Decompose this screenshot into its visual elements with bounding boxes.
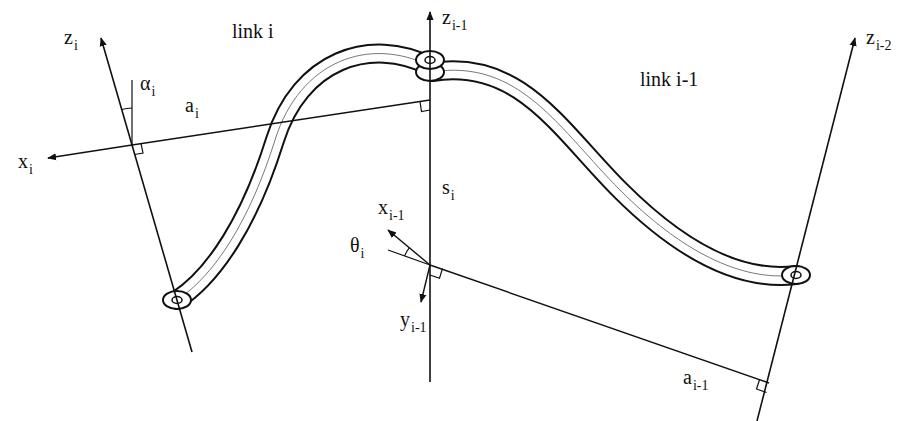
reference-line — [388, 250, 430, 265]
symbol-label: zi — [64, 26, 78, 51]
link-center-line — [432, 70, 796, 276]
symbol-label: zi-2 — [866, 26, 891, 51]
symbol-subscript: i — [29, 162, 33, 177]
common-normal — [430, 265, 769, 383]
symbol-base: a — [683, 366, 692, 388]
symbol-subscript: i — [74, 38, 78, 53]
symbol-subscript: i-1 — [389, 208, 405, 223]
symbol-label: θi — [350, 234, 364, 259]
link-body — [432, 70, 796, 276]
symbol-label: yi-1 — [400, 308, 427, 333]
symbol-base: θ — [350, 234, 360, 256]
right-angle-mark — [757, 380, 767, 393]
symbol-label: ai-1 — [683, 366, 708, 391]
symbol-subscript: i — [361, 246, 365, 261]
symbol-subscript: i-1 — [411, 320, 427, 335]
symbol-subscript: i — [151, 84, 155, 99]
part-name: link i — [232, 20, 274, 42]
common-normal — [132, 100, 430, 145]
frame-axis — [388, 230, 430, 265]
angle-arc — [122, 108, 132, 110]
angle-arc — [405, 248, 410, 256]
symbol-base: s — [442, 176, 450, 198]
symbol-subscript: i — [451, 188, 455, 203]
link-outline — [177, 54, 430, 300]
symbol-base: z — [64, 26, 73, 48]
reference-line — [131, 80, 132, 145]
symbol-base: x — [378, 196, 388, 218]
symbol-base: α — [140, 72, 150, 94]
link-outline — [432, 70, 796, 276]
joint-axis — [757, 38, 855, 421]
joint-axis — [101, 38, 192, 352]
right-angle-mark — [135, 144, 144, 155]
symbol-subscript: i-1 — [452, 18, 468, 33]
symbol-subscript: i-2 — [876, 38, 892, 53]
joint-axis — [429, 12, 431, 382]
frame-axis — [421, 265, 430, 302]
symbol-base: y — [400, 308, 410, 330]
symbol-label: αi — [140, 72, 155, 97]
symbol-label: si — [442, 176, 455, 201]
link-center-line — [177, 54, 430, 300]
symbol-label: zi-1 — [442, 6, 467, 31]
symbol-label: xi — [18, 150, 33, 175]
symbol-base: z — [442, 6, 451, 28]
symbol-base: x — [18, 150, 28, 172]
right-angle-mark — [430, 269, 443, 279]
link-body — [177, 54, 430, 300]
symbol-label: xi-1 — [378, 196, 405, 221]
symbol-subscript: i-1 — [693, 378, 709, 393]
symbol-base: a — [185, 94, 194, 116]
part-name: link i-1 — [640, 68, 698, 90]
joint-hole — [791, 272, 801, 279]
symbol-subscript: i — [195, 106, 199, 121]
right-angle-mark — [420, 102, 430, 112]
frame-axis — [48, 145, 132, 158]
symbol-label: ai — [185, 94, 199, 119]
symbol-base: z — [866, 26, 875, 48]
